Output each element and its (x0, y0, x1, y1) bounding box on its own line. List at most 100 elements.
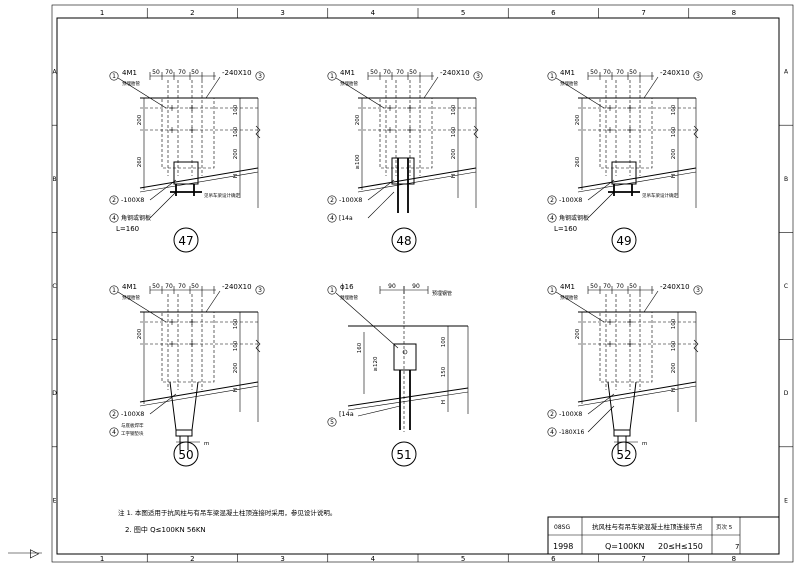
sloped-edge-inner (139, 171, 259, 193)
leader-2 (149, 393, 177, 415)
callout-4-bubble (327, 213, 337, 223)
top-dim-value: 50 (629, 69, 637, 76)
part2-label: -100X8 (121, 410, 144, 418)
tapered-bracket (607, 381, 637, 431)
part1-note: 预埋胎管 (560, 80, 578, 87)
grid-row-label-right: C (784, 283, 788, 290)
top-dim-value: 70 (396, 69, 404, 76)
right-dim-value: 150 (441, 366, 447, 377)
top-dim-value: 50 (590, 283, 598, 290)
part4-label: -180X16 (559, 429, 585, 436)
grid-col-label-top: 3 (280, 9, 284, 17)
part1-note: 预埋胎管 (560, 294, 578, 301)
m-dim-value: m (204, 441, 209, 447)
top-dim-value: 50 (191, 283, 199, 290)
grid-col-label-bottom: 8 (732, 555, 736, 563)
leader-3 (205, 76, 221, 99)
callout-4-bubble-text: 4 (330, 215, 334, 222)
callout-1-bubble-text: 1 (330, 73, 334, 80)
detail-number: 52 (616, 448, 631, 462)
callout-1-bubble (547, 285, 557, 295)
part4-label: 角钢或钢板 (559, 214, 589, 222)
leader-3 (423, 76, 439, 99)
callout-3-bubble-text: 3 (258, 287, 262, 294)
top-dim-value: 50 (590, 69, 598, 76)
leader-1 (335, 292, 399, 349)
grid-row-label-right: A (784, 69, 789, 76)
grid-col-label-bottom: 3 (280, 555, 284, 563)
left-dim-value: 200 (137, 114, 143, 125)
top-dim-value: 70 (616, 283, 624, 290)
grid-col-label-bottom: 6 (551, 555, 556, 563)
part1-label: 4M1 (122, 283, 137, 291)
left-dim-value: 200 (137, 328, 143, 339)
callout-2-bubble (547, 195, 557, 205)
detail-number-circle (173, 441, 199, 467)
grid-col-label-top: 1 (100, 9, 104, 17)
grid-row-label-right: D (784, 390, 789, 397)
left-dim-value: 200 (575, 114, 581, 125)
grid-col-label-top: 8 (732, 9, 736, 17)
right-note: 见吊车梁设计确定 (642, 192, 678, 199)
part2-label: -100X8 (339, 196, 362, 204)
break-mark-icon (693, 339, 699, 353)
bracket-base (175, 429, 193, 437)
sloped-edge-inner (347, 391, 469, 411)
callout-3-bubble-text: 3 (696, 287, 700, 294)
callout-3-bubble (473, 71, 483, 81)
length-label: L=160 (116, 225, 139, 233)
right-dim-value: 200 (233, 148, 239, 159)
callout-4-bubble (109, 213, 119, 223)
grid-row-label-right: B (784, 176, 788, 183)
part3-label: -240X10 (222, 69, 252, 77)
callout-3-bubble (693, 285, 703, 295)
right-dim-value: 100 (451, 104, 457, 115)
grid-row-label-left: E (53, 497, 57, 504)
left-dim-value: 260 (575, 156, 581, 167)
top-dim-value: 50 (152, 283, 160, 290)
outer-border (51, 4, 794, 563)
right-dim-value: H (671, 174, 677, 178)
part1-label: 4M1 (560, 283, 575, 291)
pipe-section-icon (402, 349, 408, 355)
break-mark-icon (255, 125, 261, 139)
part4-label-a: 与底板焊牢 (121, 422, 144, 429)
sloped-edge (577, 381, 697, 403)
bracket-base (613, 429, 631, 437)
part1-label: 4M1 (560, 69, 575, 77)
leader-3 (643, 290, 659, 313)
sloped-edge (577, 167, 697, 189)
break-mark-icon (693, 125, 699, 139)
m-dim-value: m (642, 441, 647, 447)
leader-2 (367, 179, 395, 201)
part5-label: [14a (339, 410, 354, 418)
leader-1 (117, 77, 167, 109)
leader-4 (367, 191, 395, 219)
callout-4-bubble-text: 4 (550, 215, 554, 222)
callout-2-bubble (547, 409, 557, 419)
top-dim-value: 70 (603, 69, 611, 76)
title-block-page-label: 页次 5 (716, 523, 733, 531)
top-dim-value: 70 (383, 69, 391, 76)
part2-label: -100X8 (559, 410, 582, 418)
top-dim-value: 70 (165, 69, 173, 76)
steel-bracket (173, 161, 199, 185)
break-mark-icon (473, 125, 479, 139)
part3-label: -240X10 (440, 69, 470, 77)
detail-number: 49 (616, 234, 631, 248)
callout-4-bubble-text: 4 (550, 429, 554, 436)
callout-4-bubble-text: 4 (112, 215, 116, 222)
top-dim-value: 50 (370, 69, 378, 76)
part1-note: 预埋胎管 (340, 294, 358, 301)
right-dim-value: H (233, 174, 239, 178)
marker-arrow-icon: ▷ (30, 546, 40, 560)
top-dim-value: 50 (629, 283, 637, 290)
right-dim-value: 200 (671, 148, 677, 159)
title-block-title: 抗风柱与有吊车梁混凝土柱顶连接节点 (592, 522, 703, 531)
